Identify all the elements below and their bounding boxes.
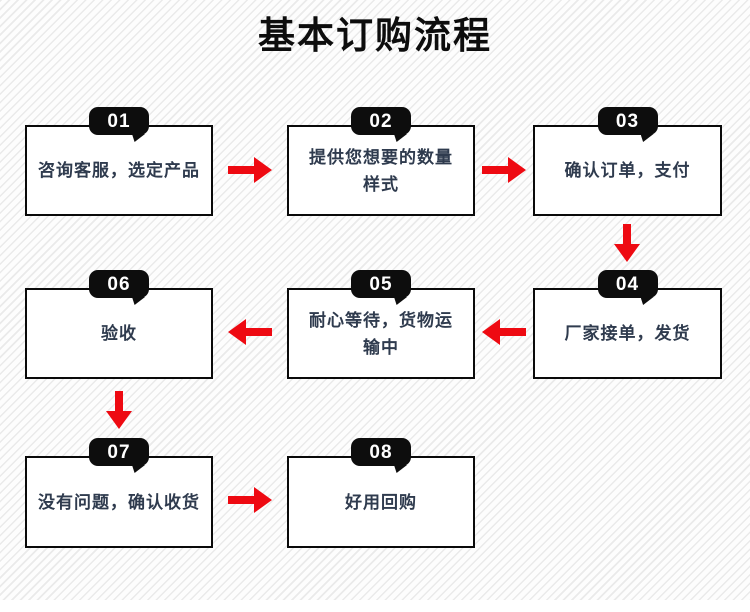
step-number: 02	[369, 110, 393, 132]
arrow-down-icon	[614, 224, 640, 262]
step-label: 厂家接单，发货	[564, 324, 691, 343]
step-label: 耐心等待，货物运	[309, 310, 453, 330]
badge-tail-icon	[394, 297, 407, 305]
step-box-02: 02 提供您想要的数量 样式	[287, 107, 475, 216]
step-box-03: 03 确认订单，支付	[533, 107, 722, 216]
step-number: 01	[107, 110, 131, 132]
step-number: 06	[107, 273, 131, 295]
arrow-right-icon	[482, 157, 526, 183]
step-label: 没有问题，确认收货	[38, 492, 200, 512]
badge-tail-icon	[394, 465, 407, 473]
arrow-right-icon	[228, 487, 272, 513]
step-number-badge-05: 05	[351, 270, 411, 305]
step-number: 07	[107, 441, 131, 463]
arrow-left-icon	[228, 319, 272, 345]
step-number-badge-03: 03	[597, 107, 658, 142]
arrow-left-icon	[482, 319, 526, 345]
step-label: 咨询客服，选定产品	[38, 161, 200, 180]
step-number: 08	[369, 441, 393, 463]
arrow-right-icon	[228, 157, 272, 183]
step-number: 05	[369, 273, 393, 295]
step-box-06: 06 验收	[25, 270, 213, 379]
step-label: 好用回购	[345, 492, 417, 512]
step-number-badge-02: 02	[351, 107, 411, 142]
step-number-badge-06: 06	[89, 270, 149, 305]
step-label-line2: 输中	[363, 337, 399, 357]
step-box-05: 05 耐心等待，货物运 输中	[287, 270, 475, 379]
step-box-01: 01 咨询客服，选定产品	[25, 107, 213, 216]
step-number-badge-01: 01	[89, 107, 149, 142]
step-label: 提供您想要的数量	[309, 147, 453, 167]
badge-tail-icon	[640, 134, 654, 142]
step-number: 04	[615, 273, 640, 295]
step-label-line2: 样式	[363, 174, 399, 194]
step-number-badge-07: 07	[89, 438, 149, 473]
badge-tail-icon	[132, 297, 145, 305]
badge-tail-icon	[132, 465, 145, 473]
badge-tail-icon	[640, 297, 654, 305]
badge-tail-icon	[394, 134, 407, 142]
step-box-08: 08 好用回购	[287, 438, 475, 548]
badge-tail-icon	[132, 134, 145, 142]
step-label: 验收	[101, 324, 137, 343]
step-number-badge-04: 04	[597, 270, 658, 305]
step-number-badge-08: 08	[351, 438, 411, 473]
step-box-07: 07 没有问题，确认收货	[25, 438, 213, 548]
step-label: 确认订单，支付	[564, 161, 691, 180]
step-number: 03	[615, 110, 640, 132]
page-title: 基本订购流程	[258, 15, 492, 56]
arrow-down-icon	[106, 391, 132, 429]
step-box-04: 04 厂家接单，发货	[533, 270, 722, 379]
